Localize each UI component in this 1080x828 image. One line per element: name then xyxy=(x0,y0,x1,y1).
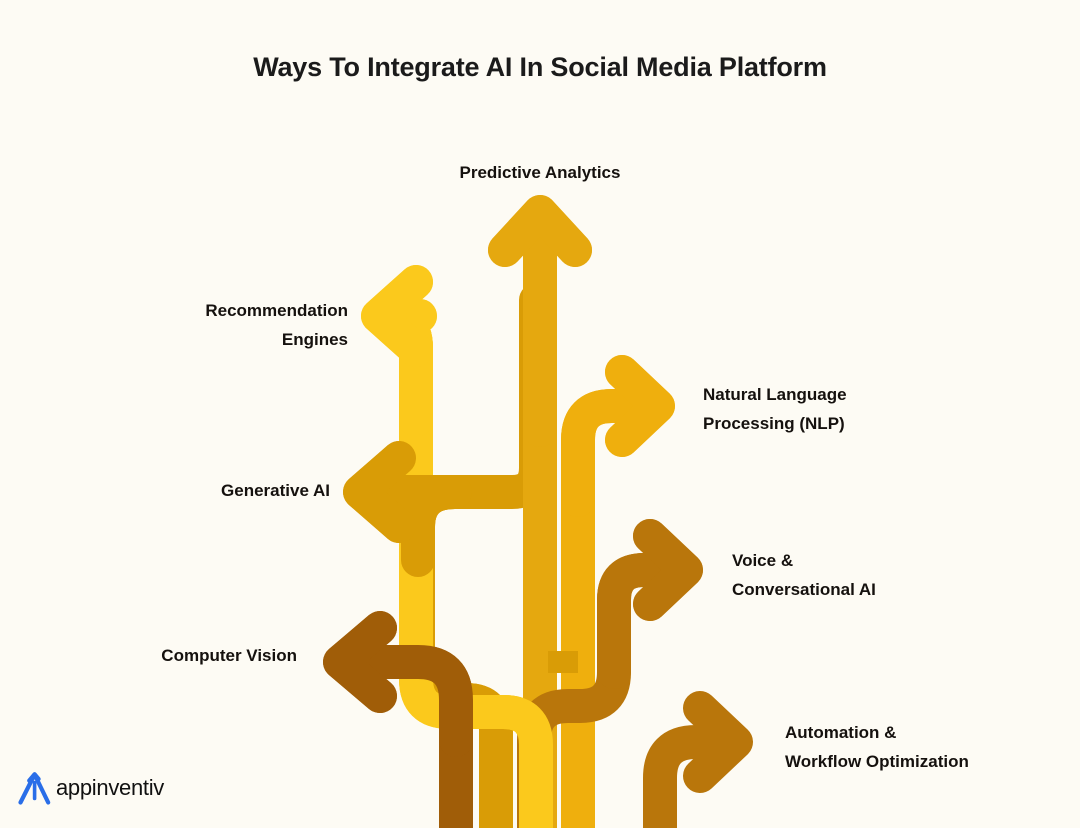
node-label-generative-ai: Generative AI xyxy=(221,481,330,500)
brand-logo[interactable]: appinventiv xyxy=(18,770,164,806)
weave-overlays xyxy=(323,195,703,828)
node-label-recommendation-engines: Recommendation Engines xyxy=(205,301,348,349)
brand-logo-text: appinventiv xyxy=(56,775,164,800)
page-title: Ways To Integrate AI In Social Media Pla… xyxy=(253,52,827,82)
node-label-predictive-analytics: Predictive Analytics xyxy=(459,163,621,182)
appinventiv-a-logo-icon xyxy=(18,772,51,805)
node-label-computer-vision: Computer Vision xyxy=(161,646,297,665)
node-label-automation-workflow: Automation & Workflow Optimization xyxy=(785,723,969,771)
branch-automation-workflow-arrow xyxy=(643,691,753,828)
node-label-natural-language-processing: Natural Language Processing (NLP) xyxy=(703,385,847,433)
node-label-voice-conversational-ai: Voice & Conversational AI xyxy=(732,551,876,599)
